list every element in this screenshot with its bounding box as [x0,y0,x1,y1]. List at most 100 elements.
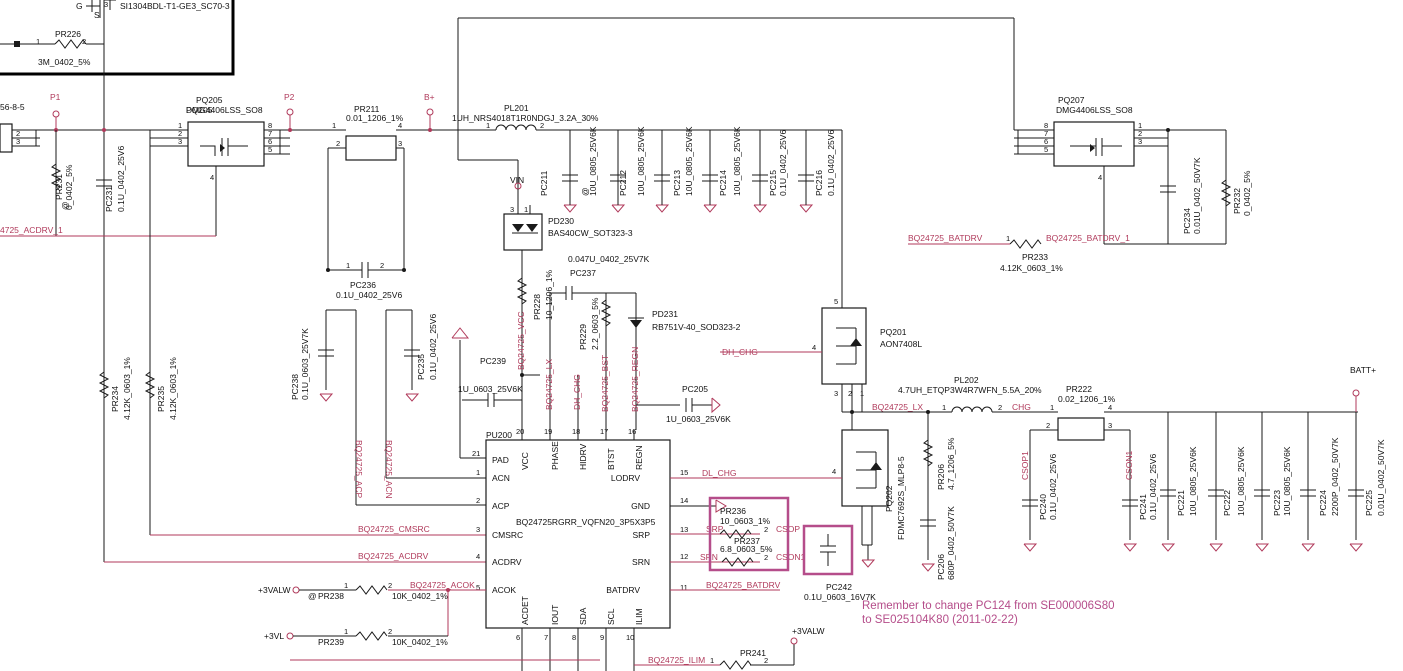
pc205-value: 1U_0603_25V6K [666,414,731,424]
svg-text:5: 5 [834,297,838,306]
ic-pin-acdet: ACDET [520,596,530,625]
pl202-value: 4.7UH_ETQP3W4R7WFN_5.5A_20% [898,385,1042,395]
svg-text:2: 2 [16,129,20,138]
acok-resistors: +3VALW 1 2 BQ24725_ACOK @ PR238 10K_0402… [258,580,600,661]
pc241-ref: PC241 [1138,494,1148,520]
pc212-ref: PC212 [618,170,628,196]
net-3vl: +3VL [264,631,284,641]
svg-text:2: 2 [1046,421,1050,430]
ic-pin-ilim: ILIM [634,608,644,625]
pr222-value: 0.02_1206_1% [1058,394,1116,404]
ic-pin-acdrv: ACDRV [492,557,522,567]
svg-text:7: 7 [544,633,548,642]
ic-pin-regn: REGN [634,445,644,470]
pr229-value: 2.2_0603_5% [590,297,600,350]
net-cmsrc: BQ24725_CMSRC [358,524,430,534]
svg-text:2: 2 [1138,129,1142,138]
net-batdrv: BQ24725_BATDRV [706,580,781,590]
ic-ref: PU200 [486,430,512,440]
pc223-value: 10U_0805_25V6K [1282,446,1292,516]
svg-text:2: 2 [476,496,480,505]
pd231-value: RB751V-40_SOD323-2 [652,322,741,332]
pc237-value: 0.047U_0402_25V7K [568,254,650,264]
pr211-ref: PR211 [354,104,380,114]
pc223-ref: PC223 [1272,490,1282,516]
ilim-net: BQ24725_ILIM 1 2 +3VALW PR241 [634,626,825,670]
pc235-value: 0.1U_0402_25V6 [428,314,438,380]
pc225-ref: PC225 [1364,490,1374,516]
pq205-value: DMG4406LSS_SO8 [186,105,263,115]
pl201-value: 1UH_NRS4018T1R0NDGJ_3.2A_30% [452,113,599,123]
svg-text:11: 11 [680,583,688,592]
net-batdrv-in: BQ24725_BATDRV [908,233,983,243]
pc206-ref: PC206 [936,554,946,580]
q-pin-g: G [76,1,83,11]
svg-text:2: 2 [178,129,182,138]
svg-text:@: @ [580,187,590,196]
current-sense-filter: SRP PR236 10_0603_1% 2 SRN PR237 6.8_060… [670,496,876,602]
net-vcc-vert: BQ24725_VCC [516,311,526,370]
net-3valw-2: +3VALW [792,626,825,636]
pr206-ref: PR206 [936,464,946,490]
pr206-value: 4.7_1206_5% [946,437,956,490]
svg-text:3: 3 [398,139,402,148]
pc239-ref: PC239 [480,356,506,366]
pc242-value: 0.1U_0603_16V7K [804,592,876,602]
pr237-ref: PR237 [734,536,760,546]
svg-text:10: 10 [626,633,634,642]
pq202-value: FDMC7692S_MLP8-5 [896,456,906,540]
pc224-value: 2200P_0402_50V7K [1330,437,1340,516]
svg-text:4: 4 [1098,173,1102,182]
pc212-value: 10U_0805_25V6K [636,126,646,196]
pq202-mosfet: DL_CHG 4 PQ202 FDMC7692S_MLP8-5 PR206 4.… [670,412,956,580]
ic-pin-btst: BTST [606,448,616,470]
pl202-inductor: 1 2 CHG PL202 4.7UH_ETQP3W4R7WFN_5.5A_20… [898,375,1046,414]
net-cson1: CSON1 [1124,450,1134,480]
svg-text:1: 1 [942,403,946,412]
eco-note: Remember to change PC124 from SE000006S8… [862,600,1115,626]
ic-part: BQ24725RGRR_VQFN20_3P5X3P5 [516,517,656,527]
svg-text:1: 1 [1050,403,1054,412]
pc242-ref: PC242 [826,582,852,592]
pc238-ref: PC238 [290,374,300,400]
svg-text:2: 2 [848,389,852,398]
pq205-mosfet: 8 7 6 5 4 PQ205 PQ205 DMG4406LSS_SO8 [186,95,290,236]
pr226-value: 3M_0402_5% [38,57,91,67]
pl201-ref: PL201 [504,103,529,113]
pc205-ref: PC205 [682,384,708,394]
net-acp-vert: BQ24725_ACP [354,440,364,498]
svg-text:5: 5 [476,583,480,592]
pq207-ref: PQ207 [1058,95,1085,105]
svg-text:8: 8 [1044,121,1048,130]
ic-top-nets: PR228 10_1206_1% BQ24725_VCC PC237 0.047… [451,254,741,459]
svg-text:1: 1 [344,581,348,590]
q-part-label: SI1304BDL-T1-GE3_SC70-3 [120,1,230,11]
svg-text:14: 14 [680,496,688,505]
svg-text:6: 6 [516,633,520,642]
pc237-ref: PC237 [570,268,596,278]
svg-text:7: 7 [268,129,272,138]
svg-text:21: 21 [472,449,480,458]
pr239-ref: PR239 [318,637,344,647]
pd230-ref: PD230 [548,216,574,226]
ic-pin-srn: SRN [632,557,650,567]
note-line-1: Remember to change PC124 from SE000006S8… [862,600,1115,612]
net-p1: P1 [50,92,61,102]
pc238-value: 0.1U_0603_25V7K [300,328,310,400]
svg-text:4: 4 [812,343,816,352]
svg-text:3: 3 [510,205,514,214]
svg-text:2: 2 [380,261,384,270]
svg-text:7: 7 [1044,129,1048,138]
pc224-ref: PC224 [1318,490,1328,516]
pr237-value: 6.8_0603_5% [720,544,773,554]
svg-text:2: 2 [764,656,768,665]
pc206-value: 680P_0402_50V7K [946,506,956,580]
pr234-pr235: PR234 4.12K_0603_1% PR235 4.12K_0603_1% … [98,146,486,563]
svg-text:16: 16 [628,427,636,436]
pc222-ref: PC222 [1222,490,1232,516]
net-batt: BATT+ [1350,365,1376,375]
ic-pin-phase: PHASE [550,441,560,470]
svg-text:@: @ [308,591,317,601]
svg-text:15: 15 [680,468,688,477]
pr222-ref: PR222 [1066,384,1092,394]
